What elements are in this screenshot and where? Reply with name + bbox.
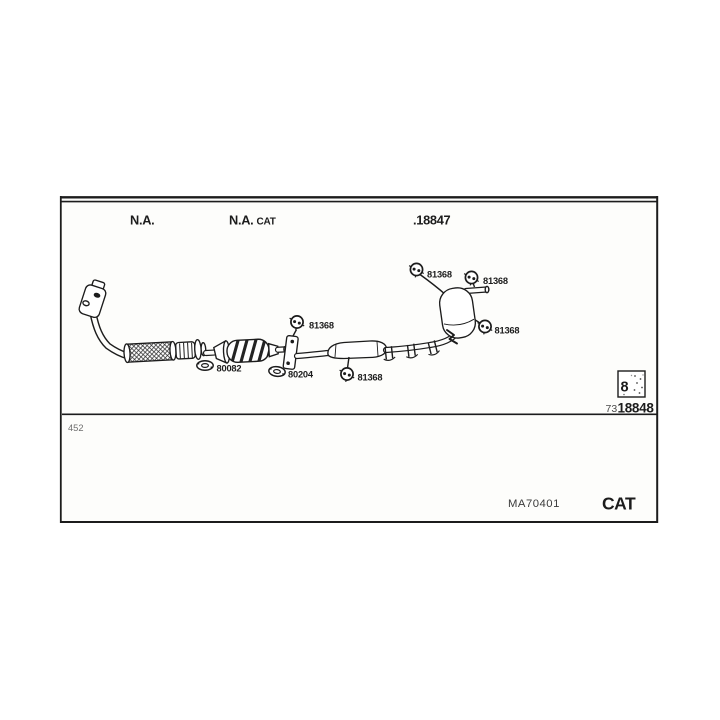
hanger-label: 81368 xyxy=(358,373,383,383)
page-ref-glyph: 8 xyxy=(621,380,629,396)
ref-number: 18848 xyxy=(618,401,655,416)
muffler-body xyxy=(438,287,477,339)
front-pipe xyxy=(78,279,132,360)
footnote: 452 xyxy=(68,423,84,433)
gasket-label: 80082 xyxy=(217,364,242,374)
rear-muffler-assembly xyxy=(419,273,490,345)
muffler-seam-zigzag xyxy=(446,329,458,345)
variant-left-label: N.A. xyxy=(130,213,154,228)
flex-pipe xyxy=(123,339,207,364)
hanger-label: 81368 xyxy=(495,326,520,336)
tail-pipe xyxy=(462,285,490,295)
hanger-81368-2: 81368 xyxy=(463,270,508,287)
front-flange xyxy=(78,279,107,319)
hanger-81368-3: 81368 xyxy=(476,319,520,336)
hanger-rod xyxy=(346,356,350,369)
hanger-81368-1: 81368 xyxy=(408,262,452,280)
variant-mid-suffix: CAT xyxy=(257,217,276,228)
brand-logo: CAT xyxy=(602,494,636,514)
catalog-code: MA70401 xyxy=(508,498,560,510)
ref-prefix: 73 xyxy=(606,403,618,415)
gasket-icon xyxy=(196,359,214,372)
gasket-80204: 80204 xyxy=(267,364,314,380)
hanger-rod xyxy=(292,329,298,337)
hanger-label: 81368 xyxy=(483,276,508,286)
hanger-label: 81368 xyxy=(309,321,334,331)
system-number: .18847 xyxy=(413,213,451,228)
center-flange xyxy=(282,334,299,370)
gasket-80082: 80082 xyxy=(196,359,242,374)
cat-stripes xyxy=(229,338,270,363)
hanger-81368-5: 81368 xyxy=(338,367,383,383)
hanger-label: 81368 xyxy=(427,270,452,280)
page-ref-dots xyxy=(623,374,644,396)
reference-block: 8 73 18848 xyxy=(606,370,655,416)
gasket-label: 80204 xyxy=(288,370,314,380)
hanger-81368-4: 81368 xyxy=(288,315,334,331)
variant-mid-label: N.A. xyxy=(229,213,253,228)
